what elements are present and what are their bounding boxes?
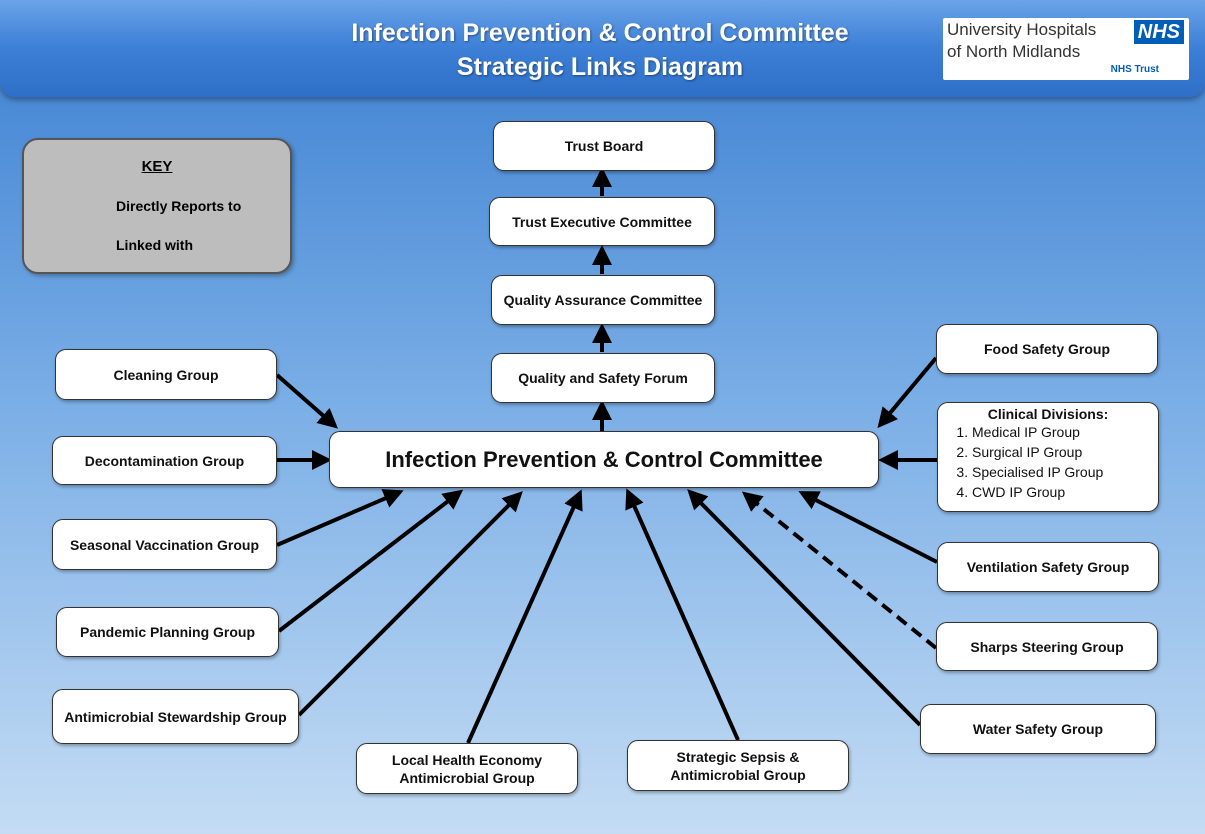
food-group-label: Food Safety Group xyxy=(984,341,1110,357)
logo-org-line-2: of North Midlands xyxy=(947,42,1081,61)
key-linked-label: Linked with xyxy=(116,237,193,253)
sepsis-group-label: Strategic Sepsis & Antimicrobial Group xyxy=(670,748,806,783)
vaccination-group-box: Seasonal Vaccination Group xyxy=(52,519,277,570)
sepsis-group-box: Strategic Sepsis & Antimicrobial Group xyxy=(627,740,849,791)
arrow-water xyxy=(687,489,922,727)
arrow-pandemic xyxy=(277,489,464,633)
cleaning-group-label: Cleaning Group xyxy=(113,366,219,383)
sharps-group-label: Sharps Steering Group xyxy=(970,638,1124,655)
arrow-sepsis xyxy=(625,488,740,741)
header-banner: Infection Prevention & Control Committee… xyxy=(0,0,1205,97)
cleaning-group-box: Cleaning Group xyxy=(55,349,277,400)
quality-assurance-label: Quality Assurance Committee xyxy=(503,292,703,308)
decontamination-group-box: Decontamination Group xyxy=(52,436,277,485)
arrow-food xyxy=(877,356,938,429)
arrow-cleaning xyxy=(275,373,339,429)
antimicrobial-group-label: Antimicrobial Stewardship Group xyxy=(64,708,287,725)
ventilation-group-box: Ventilation Safety Group xyxy=(937,542,1159,592)
key-legend: KEY Directly Reports to Linked with xyxy=(22,138,292,274)
trust-exec-box: Trust Executive Committee xyxy=(489,197,715,246)
quality-assurance-box: Quality Assurance Committee xyxy=(491,275,715,325)
clinical-divisions-list: Medical IP Group Surgical IP Group Speci… xyxy=(938,422,1158,502)
key-title: KEY xyxy=(141,158,173,175)
decontamination-group-label: Decontamination Group xyxy=(84,452,245,469)
quality-safety-label: Quality and Safety Forum xyxy=(518,370,688,386)
clinical-divisions-title: Clinical Divisions: xyxy=(987,406,1109,422)
trust-board-label: Trust Board xyxy=(564,138,644,154)
clinical-division-item: CWD IP Group xyxy=(972,482,1158,502)
page-title: Infection Prevention & Control Committee… xyxy=(300,16,900,84)
local-health-group-label: Local Health Economy Antimicrobial Group xyxy=(391,751,543,786)
arrow-antimicrobial xyxy=(297,491,523,717)
pandemic-group-label: Pandemic Planning Group xyxy=(79,624,256,640)
trust-board-box: Trust Board xyxy=(493,121,715,171)
arrow-vaccination xyxy=(276,489,404,547)
water-group-label: Water Safety Group xyxy=(972,721,1104,737)
quality-safety-box: Quality and Safety Forum xyxy=(491,353,715,403)
arrow-ventilation xyxy=(798,491,938,564)
arrow-local-health xyxy=(466,489,583,744)
trust-exec-label: Trust Executive Committee xyxy=(512,213,692,230)
key-reports-label: Directly Reports to xyxy=(116,198,242,214)
title-line-2: Strategic Links Diagram xyxy=(456,53,744,81)
clinical-division-item: Medical IP Group xyxy=(972,422,1158,442)
logo-org-line-1: University Hospitals xyxy=(947,20,1097,39)
clinical-divisions-box: Clinical Divisions: Medical IP Group Sur… xyxy=(937,402,1159,512)
nhs-logo: University Hospitals of North Midlands N… xyxy=(943,18,1189,80)
clinical-division-item: Specialised IP Group xyxy=(972,462,1158,482)
pandemic-group-box: Pandemic Planning Group xyxy=(56,607,279,657)
local-health-group-box: Local Health Economy Antimicrobial Group xyxy=(356,743,578,794)
title-line-1: Infection Prevention & Control Committee xyxy=(351,19,849,47)
clinical-division-item: Surgical IP Group xyxy=(972,442,1158,462)
logo-nhs-mark: NHS xyxy=(1133,20,1184,44)
sharps-group-box: Sharps Steering Group xyxy=(936,622,1158,671)
ventilation-group-label: Ventilation Safety Group xyxy=(966,559,1130,575)
vaccination-group-label: Seasonal Vaccination Group xyxy=(69,536,260,553)
central-ipcc-box: Infection Prevention & Control Committee xyxy=(329,431,879,488)
logo-trust-text: NHS Trust xyxy=(1110,64,1159,75)
central-ipcc-label: Infection Prevention & Control Committee xyxy=(385,446,823,472)
antimicrobial-group-box: Antimicrobial Stewardship Group xyxy=(52,689,299,744)
water-group-box: Water Safety Group xyxy=(920,704,1156,754)
arrow-sharps-dashed xyxy=(741,491,938,650)
food-group-box: Food Safety Group xyxy=(936,324,1158,374)
